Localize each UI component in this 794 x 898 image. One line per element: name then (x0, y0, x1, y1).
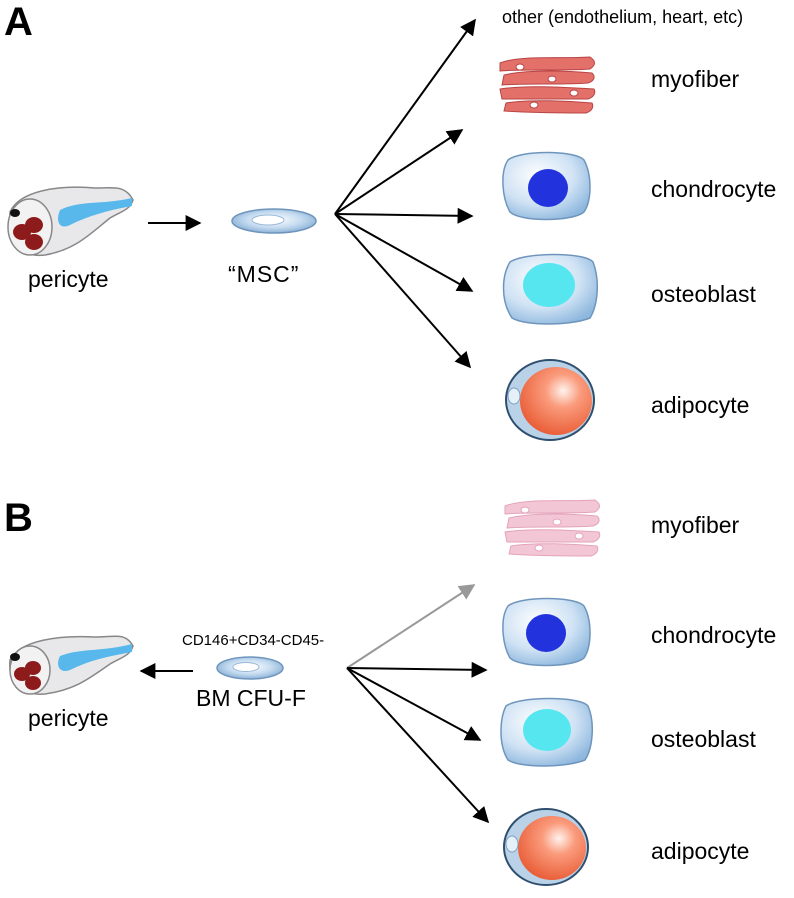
marker-label: CD146+CD34-CD45- (182, 632, 325, 649)
osteoblast-b-label: osteoblast (651, 726, 756, 752)
chondrocyte-a-graphic (502, 151, 591, 221)
osteoblast-a-label: osteoblast (651, 281, 756, 307)
bm-cfuf-label: BM CFU-F (196, 685, 306, 711)
chondrocyte-b-label: chondrocyte (651, 622, 777, 648)
pericyte-b-graphic (9, 635, 134, 695)
adipocyte-b-label: adipocyte (651, 838, 750, 864)
pericyte-a-label: pericyte (28, 266, 109, 292)
adipocyte-b-graphic (503, 808, 589, 886)
chondrocyte-b-graphic (502, 597, 591, 667)
pericyte-b-label: pericyte (28, 705, 109, 731)
panel-a-letter: A (4, 0, 33, 44)
adipocyte-a-graphic (505, 359, 595, 441)
myofiber-b-graphic (504, 499, 601, 557)
msc-label: “MSC” (228, 261, 300, 287)
myofiber-a-label: myofiber (651, 66, 740, 92)
osteoblast-b-graphic (500, 697, 593, 767)
differentiation-arrows-b (346, 584, 490, 824)
differentiation-arrows-a (334, 18, 476, 369)
msc-cell-graphic (231, 208, 317, 234)
chondrocyte-a-label: chondrocyte (651, 176, 777, 202)
adipocyte-a-label: adipocyte (651, 392, 750, 418)
panel-b-letter: B (4, 496, 33, 540)
pericyte-a-graphic (7, 186, 134, 256)
osteoblast-a-graphic (502, 253, 598, 325)
bm-cfuf-cell-graphic (216, 656, 284, 680)
other-target-label: other (endothelium, heart, etc) (502, 7, 744, 27)
myofiber-b-label: myofiber (651, 512, 740, 538)
myofiber-a-graphic (499, 56, 596, 114)
